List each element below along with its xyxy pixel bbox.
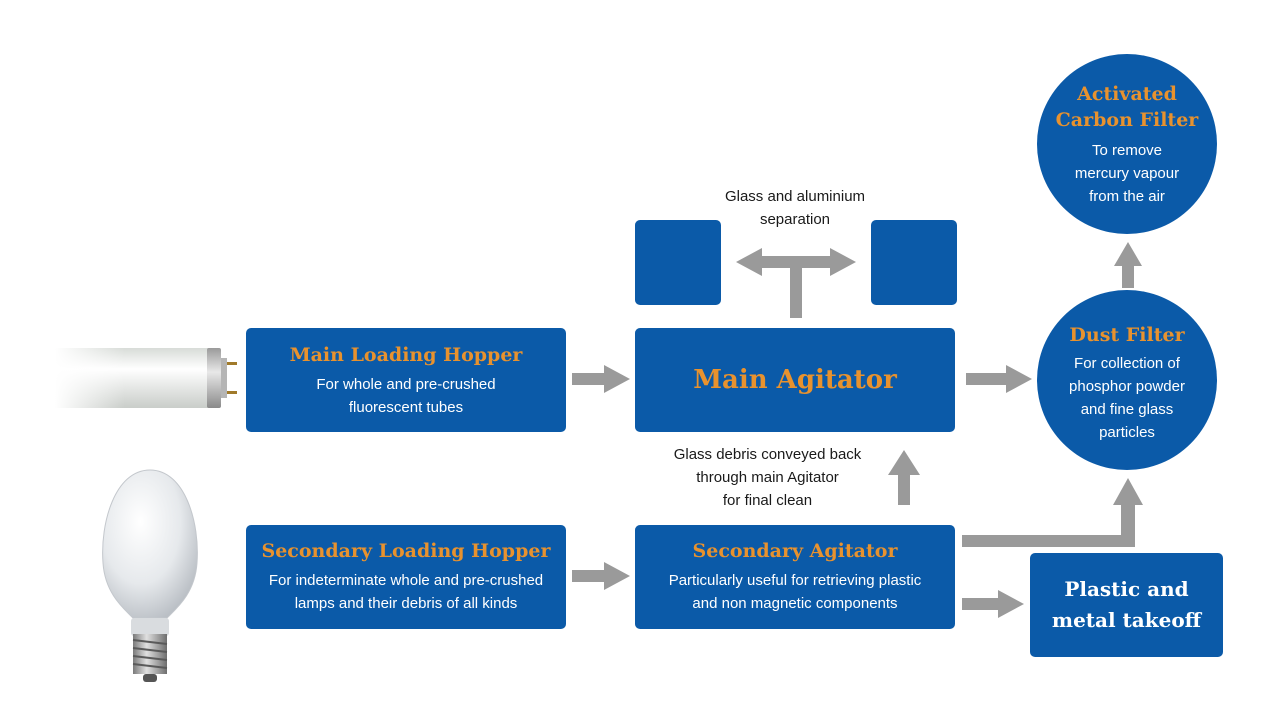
- activated-carbon-filter: Activated Carbon Filter To remove mercur…: [1037, 54, 1217, 234]
- arrow-separation-split: [736, 248, 856, 318]
- dust-filter-title: Dust Filter: [1069, 324, 1185, 346]
- arrow-hopper-to-agitator: [572, 365, 630, 393]
- main-hopper-title: Main Loading Hopper: [289, 344, 523, 366]
- arrow-sec-agitator-to-main: [888, 450, 920, 505]
- hid-bulb-icon: [102, 469, 198, 682]
- main-agitator: Main Agitator: [635, 328, 955, 432]
- arrow-sec-hopper-to-sec-agitator: [572, 562, 630, 590]
- arrow-sec-agitator-to-takeoff: [962, 590, 1024, 618]
- debris-note: Glass debris conveyed back through main …: [673, 446, 862, 509]
- carbon-filter-subtitle: To remove mercury vapour from the air: [1074, 142, 1180, 205]
- separation-note: Glass and aluminium separation: [724, 188, 866, 228]
- main-agitator-title: Main Agitator: [693, 365, 897, 395]
- separation-bin-right: [871, 220, 957, 305]
- carbon-filter-title: Activated Carbon Filter: [1055, 83, 1199, 131]
- main-loading-hopper: Main Loading Hopper For whole and pre-cr…: [246, 328, 566, 432]
- secondary-agitator-title: Secondary Agitator: [692, 540, 898, 562]
- plastic-metal-takeoff: Plastic and metal takeoff: [1030, 553, 1223, 657]
- secondary-agitator-subtitle: Particularly useful for retrieving plast…: [668, 572, 922, 612]
- fluorescent-tube-icon: [55, 348, 237, 408]
- dust-filter-subtitle: For collection of phosphor powder and fi…: [1069, 355, 1185, 441]
- secondary-hopper-title: Secondary Loading Hopper: [261, 540, 551, 562]
- dust-filter: Dust Filter For collection of phosphor p…: [1037, 290, 1217, 470]
- arrow-agitator-to-dust-filter: [966, 365, 1032, 393]
- main-hopper-subtitle: For whole and pre-crushed fluorescent tu…: [316, 376, 496, 416]
- secondary-loading-hopper: Secondary Loading Hopper For indetermina…: [246, 525, 566, 629]
- secondary-hopper-subtitle: For indeterminate whole and pre-crushed …: [268, 572, 544, 612]
- takeoff-title: Plastic and metal takeoff: [1051, 577, 1202, 632]
- arrow-dust-to-carbon: [1114, 242, 1142, 288]
- secondary-agitator: Secondary Agitator Particularly useful f…: [635, 525, 955, 629]
- separation-bin-left: [635, 220, 721, 305]
- arrow-sec-agitator-to-dust-filter: [962, 478, 1143, 547]
